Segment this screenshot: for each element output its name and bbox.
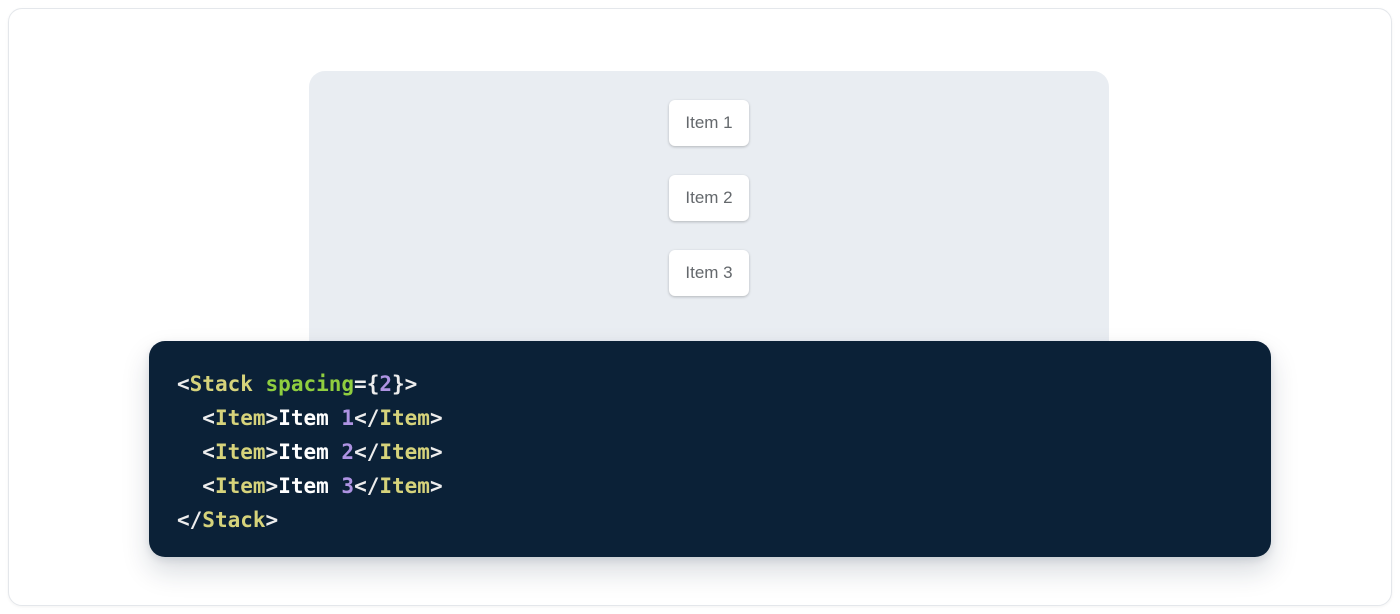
code-line: <Stack spacing={2}> (177, 372, 418, 396)
code-line: </Stack> (177, 508, 279, 532)
stack-container: Item 1 Item 2 Item 3 (309, 71, 1109, 296)
stack-item-2: Item 2 (669, 175, 749, 221)
app-card: Item 1 Item 2 Item 3 <Stack spacing={2}>… (8, 8, 1392, 606)
code-line: <Item>Item 3</Item> (202, 474, 443, 498)
stack-item-3: Item 3 (669, 250, 749, 296)
stack-item-1: Item 1 (669, 100, 749, 146)
code-line: <Item>Item 1</Item> (202, 406, 443, 430)
code-block: <Stack spacing={2}> <Item>Item 1</Item> … (149, 341, 1271, 557)
code-line: <Item>Item 2</Item> (202, 440, 443, 464)
stack-demo-panel: Item 1 Item 2 Item 3 (309, 71, 1109, 391)
